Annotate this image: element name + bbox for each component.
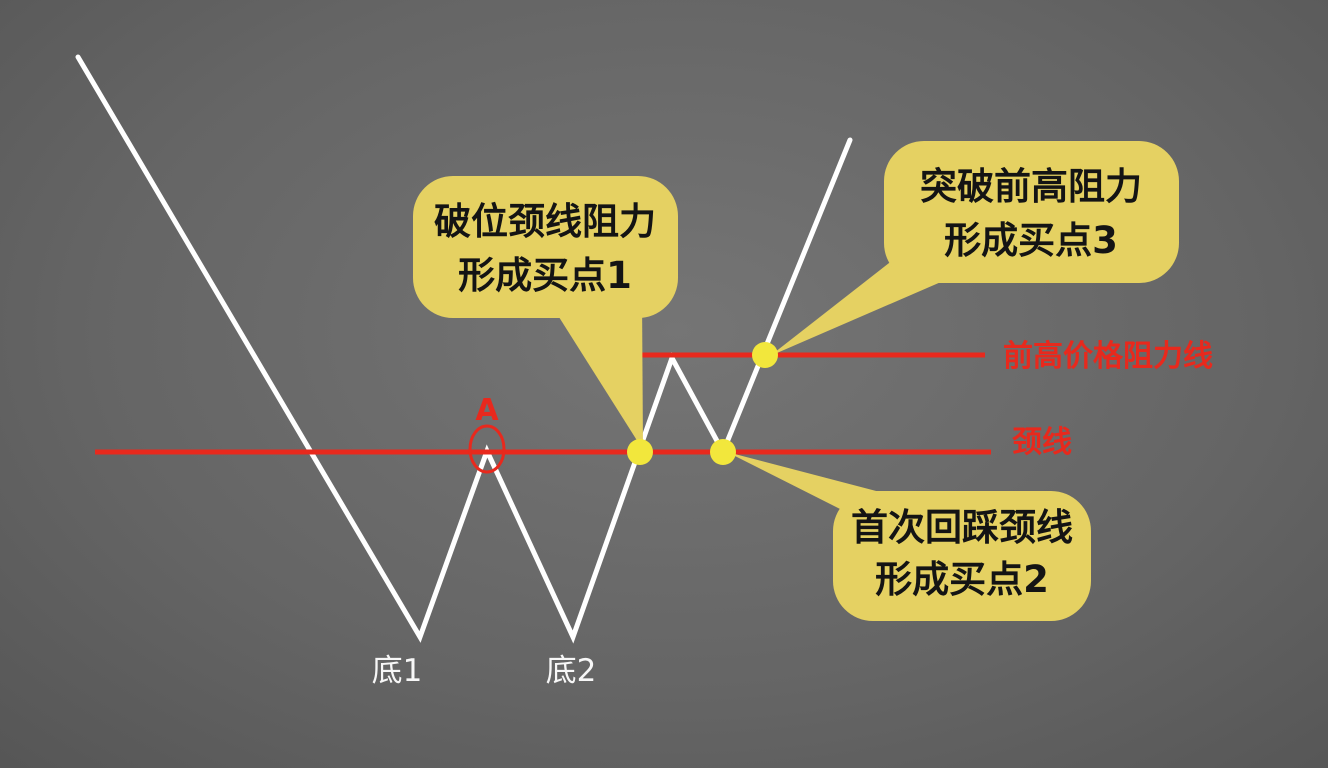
callout-buy2-bubble: [833, 491, 1091, 621]
callout-buy1-text-line2: 形成买点1: [458, 254, 632, 297]
callout-buy1-tail: [552, 296, 643, 450]
buy-point-1-dot: [627, 439, 653, 465]
bottom1-label: 底1: [372, 653, 423, 689]
callout-buy2-text-line1: 首次回踩颈线: [851, 506, 1073, 549]
price-path: [75, 54, 853, 644]
callout-buy3-text-line1: 突破前高阻力: [920, 165, 1142, 208]
point-a-label: A: [475, 393, 499, 428]
neckline-label: 颈线: [1012, 425, 1072, 460]
callout-buy3-text-line2: 形成买点3: [944, 219, 1118, 262]
point-a-circle-marker: [468, 424, 506, 474]
callout-buy3: 突破前高阻力 形成买点3: [770, 141, 1179, 356]
buy-point-2-dot: [710, 439, 736, 465]
callout-buy3-bubble: [884, 141, 1179, 283]
prior-high-line-label: 前高价格阻力线: [1003, 339, 1213, 374]
callout-buy2-text-line2: 形成买点2: [875, 558, 1049, 601]
bottom2-label: 底2: [546, 653, 597, 689]
callout-buy1-bubble: [413, 176, 678, 318]
callout-buy2: 首次回踩颈线 形成买点2: [727, 452, 1091, 621]
buy-point-3-dot: [752, 342, 778, 368]
callout-buy1-text-line1: 破位颈线阻力: [434, 200, 656, 243]
callout-buy1: 破位颈线阻力 形成买点1: [413, 176, 678, 450]
